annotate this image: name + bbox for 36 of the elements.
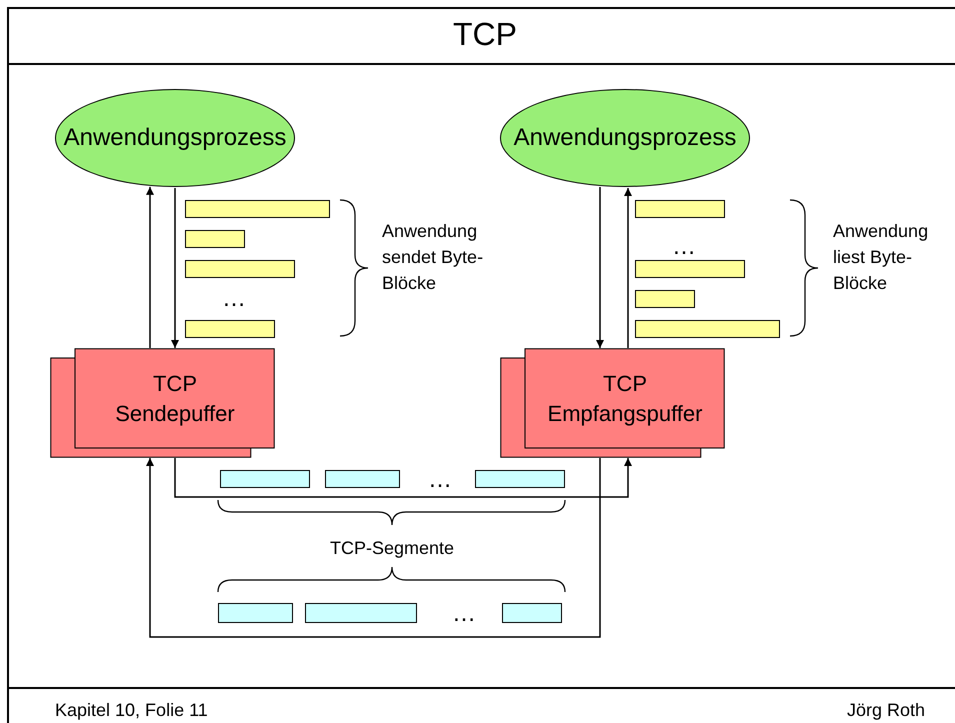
segment-block	[325, 470, 400, 488]
buffer-label: TCP Empfangspuffer	[548, 370, 702, 428]
footer-text: Jörg Roth	[846, 699, 925, 722]
byte-block	[185, 230, 245, 248]
arrow	[146, 186, 154, 348]
ellipsis: …	[452, 602, 477, 626]
segment-block	[475, 470, 565, 488]
slide-title: TCP	[452, 16, 518, 53]
process-ellipse: Anwendungsprozess	[500, 89, 750, 187]
process-ellipse: Anwendungsprozess	[55, 89, 295, 187]
buffer-label: TCP Sendepuffer	[115, 370, 235, 428]
arrow	[624, 188, 632, 348]
arrow	[146, 458, 601, 638]
byte-block	[635, 200, 725, 218]
buffer-box	[50, 348, 275, 458]
segment-block	[218, 603, 293, 623]
byte-block	[185, 260, 295, 278]
arrow	[174, 458, 632, 498]
segment-block	[502, 603, 562, 623]
ellipsis: …	[428, 468, 453, 492]
byte-block	[635, 290, 695, 308]
brace-label: Anwendung liest Byte-Blöcke	[833, 220, 930, 295]
byte-block	[185, 320, 275, 338]
segment-block	[220, 470, 310, 488]
brace-label: TCP-Segmente	[328, 537, 456, 560]
byte-block	[635, 260, 745, 278]
footer-text: Kapitel 10, Folie 11	[55, 699, 209, 722]
ellipsis: …	[222, 287, 247, 311]
byte-block	[185, 200, 330, 218]
brace-label: Anwendung sendet Byte-Blöcke	[382, 220, 484, 295]
ellipsis: …	[672, 235, 697, 259]
arrow	[596, 187, 604, 348]
segment-block	[305, 603, 417, 623]
buffer-box	[500, 348, 725, 458]
arrow	[171, 188, 179, 348]
byte-block	[635, 320, 780, 338]
